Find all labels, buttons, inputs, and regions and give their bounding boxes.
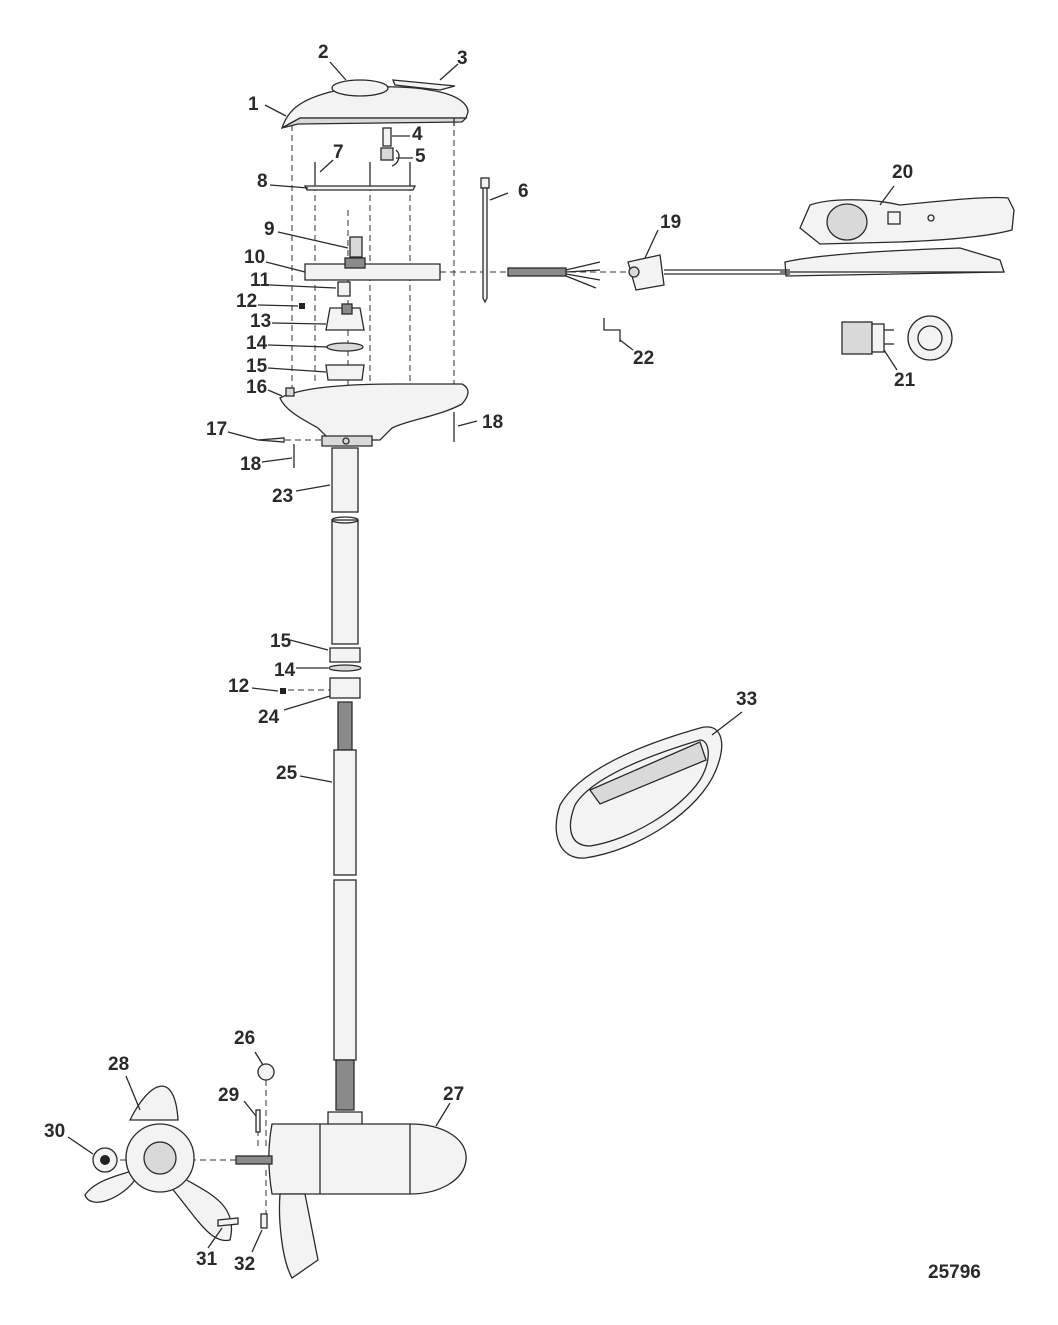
- callout-25: 25: [276, 763, 298, 784]
- callout-3: 3: [457, 48, 468, 69]
- bracket-assembly-icon: [304, 236, 441, 297]
- callout-29: 29: [218, 1085, 239, 1106]
- callout-15a: 15: [246, 356, 268, 377]
- callout-11: 11: [250, 270, 271, 291]
- alignment-guides: [110, 120, 628, 1215]
- callout-30: 30: [44, 1121, 65, 1142]
- figure-number: 25796: [928, 1262, 981, 1283]
- propeller-icon: [84, 1063, 275, 1242]
- callout-31: 31: [196, 1249, 218, 1270]
- callout-12b: 12: [228, 676, 249, 697]
- callout-16: 16: [246, 377, 267, 398]
- callout-13: 13: [250, 311, 271, 332]
- callout-28: 28: [108, 1054, 129, 1075]
- callout-4: 4: [412, 124, 423, 145]
- callout-9: 9: [264, 219, 275, 240]
- power-cable-icon: [507, 254, 790, 291]
- callout-labels: 1 2 3 4 5 6 7 8 9 10 11 12 13 14 15 16 1…: [44, 42, 981, 1283]
- callout-7: 7: [333, 142, 344, 163]
- callout-27: 27: [443, 1084, 464, 1105]
- callout-8: 8: [257, 171, 268, 192]
- callout-5: 5: [415, 146, 426, 167]
- foot-pedal-icon: [780, 196, 1015, 277]
- callout-33: 33: [736, 689, 757, 710]
- plate-and-screws-icon: [303, 162, 417, 191]
- callout-18b: 18: [240, 454, 261, 475]
- callout-6: 6: [518, 181, 529, 202]
- callout-10: 10: [244, 247, 265, 268]
- callout-19: 19: [660, 212, 681, 233]
- cable-tie-icon: [480, 177, 490, 304]
- switch-parts-icon: [380, 127, 400, 167]
- callout-26: 26: [234, 1028, 255, 1049]
- callout-14a: 14: [246, 333, 268, 354]
- callout-20: 20: [892, 162, 913, 183]
- shaft-tube-icon: [280, 447, 362, 1111]
- callout-15b: 15: [270, 631, 292, 652]
- collar-stack-icon: [299, 303, 365, 381]
- callout-21: 21: [894, 370, 916, 391]
- leader-lines: [67, 61, 898, 1253]
- plug-icon: [841, 315, 953, 361]
- motor-icon: [235, 1111, 467, 1279]
- callout-24: 24: [258, 707, 280, 728]
- callout-2: 2: [318, 42, 329, 63]
- callout-14b: 14: [274, 660, 296, 681]
- callout-12a: 12: [236, 291, 257, 312]
- callout-17: 17: [206, 419, 227, 440]
- callout-18a: 18: [482, 412, 503, 433]
- housing-screws-icon: [257, 412, 455, 468]
- mount-strap-icon: [555, 726, 723, 859]
- callout-23: 23: [272, 486, 293, 507]
- callout-22: 22: [633, 348, 654, 369]
- housing-base-icon: [279, 383, 469, 447]
- callout-32: 32: [234, 1254, 255, 1275]
- key-pin-icon: [603, 318, 621, 342]
- callout-1: 1: [248, 94, 259, 115]
- head-cover-icon: [280, 79, 469, 130]
